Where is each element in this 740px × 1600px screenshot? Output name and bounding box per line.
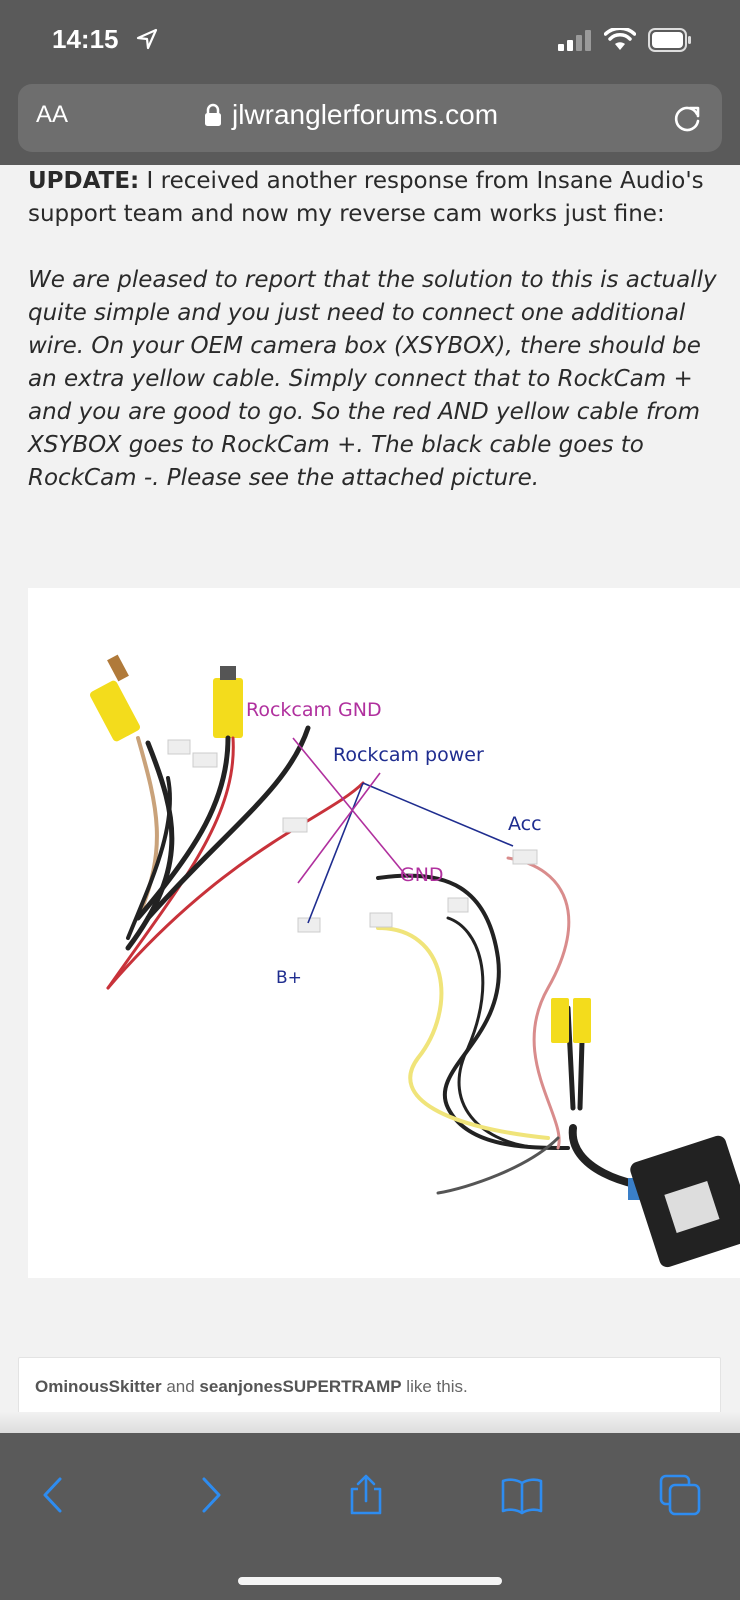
browser-toolbar [0,1433,740,1600]
tabs-icon[interactable] [658,1473,702,1517]
content-bottom-shadow [0,1412,740,1434]
update-text: I received another response from Insane … [28,168,704,227]
support-quote: We are pleased to report that the soluti… [28,267,717,491]
wire-bundle [106,725,672,1195]
label-gnd: GND [400,864,444,886]
battery-icon [648,28,691,52]
left-rca-plugs [90,654,243,742]
cellular-signal-icon [558,30,591,51]
book-icon[interactable] [500,1473,544,1517]
likes-bar: OminousSkitter and seanjonesSUPERTRAMP l… [18,1357,721,1415]
home-indicator[interactable] [238,1577,502,1585]
label-b-plus: B+ [276,968,302,988]
label-acc: Acc [508,813,542,835]
post-body: UPDATE: I received another response from… [28,165,718,495]
attached-wiring-picture[interactable]: Rockcam GND Rockcam power Acc GND B+ [28,588,740,1278]
share-icon[interactable] [344,1473,388,1517]
liker-link-1[interactable]: OminousSkitter [35,1377,162,1396]
wiring-diagram-image: Rockcam GND Rockcam power Acc GND B+ [90,654,740,1268]
chevron-right-icon[interactable] [188,1473,232,1517]
url-display[interactable]: jlwranglerforums.com [204,99,498,131]
connector-tags [167,739,538,933]
browser-top-bar: 14:15 AA jlwranglerforums.com [0,0,740,165]
domain-text: jlwranglerforums.com [232,99,499,130]
wifi-icon [604,28,636,50]
label-rockcam-power: Rockcam power [333,744,484,766]
liker-link-2[interactable]: seanjonesSUPERTRAMP [199,1377,402,1396]
lock-icon [205,103,221,126]
url-bar[interactable]: AA jlwranglerforums.com [18,84,722,152]
label-rockcam-gnd: Rockcam GND [246,699,382,721]
camera-box [551,998,740,1268]
reload-icon[interactable] [670,101,704,135]
chevron-left-icon[interactable] [32,1473,76,1517]
status-time: 14:15 [52,24,119,54]
location-arrow-icon [136,28,158,50]
update-paragraph: UPDATE: I received another response from… [28,165,718,231]
text-size-button[interactable]: AA [36,101,69,128]
likes-suffix: like this. [401,1377,468,1396]
annotation-lines [292,737,514,924]
status-indicators [558,26,692,54]
likes-and: and [161,1377,200,1396]
update-label: UPDATE: [28,168,140,194]
page-content: UPDATE: I received another response from… [0,165,740,1433]
